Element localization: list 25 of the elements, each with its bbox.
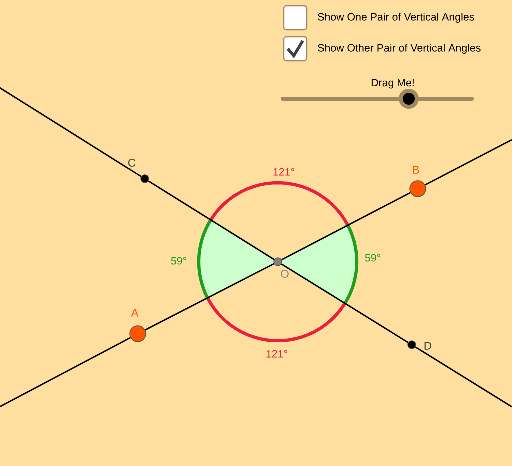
line xyxy=(415,346,512,408)
angle-label: 121° xyxy=(274,168,294,176)
slider-label: Drag Me! xyxy=(372,79,414,89)
point xyxy=(274,258,282,266)
line xyxy=(145,263,274,331)
angle-label: 59° xyxy=(365,254,380,262)
point-label: C xyxy=(128,159,136,167)
line xyxy=(282,192,411,261)
line xyxy=(281,264,409,344)
line xyxy=(148,180,275,260)
point-label: B xyxy=(413,166,420,174)
point xyxy=(408,340,416,350)
line xyxy=(425,139,512,186)
angle-label: 121° xyxy=(266,350,288,358)
point-label: O xyxy=(281,270,289,278)
point xyxy=(130,326,146,342)
angle-label: 59° xyxy=(171,257,186,265)
line xyxy=(0,337,131,408)
point xyxy=(410,180,426,198)
point xyxy=(140,174,150,184)
point-label: A xyxy=(131,309,139,317)
line xyxy=(0,87,142,178)
checkbox-label: Show Other Pair of Vertical Angles xyxy=(318,44,481,54)
checkbox-label: Show One Pair of Vertical Angles xyxy=(318,13,474,23)
point-label: D xyxy=(424,342,432,350)
